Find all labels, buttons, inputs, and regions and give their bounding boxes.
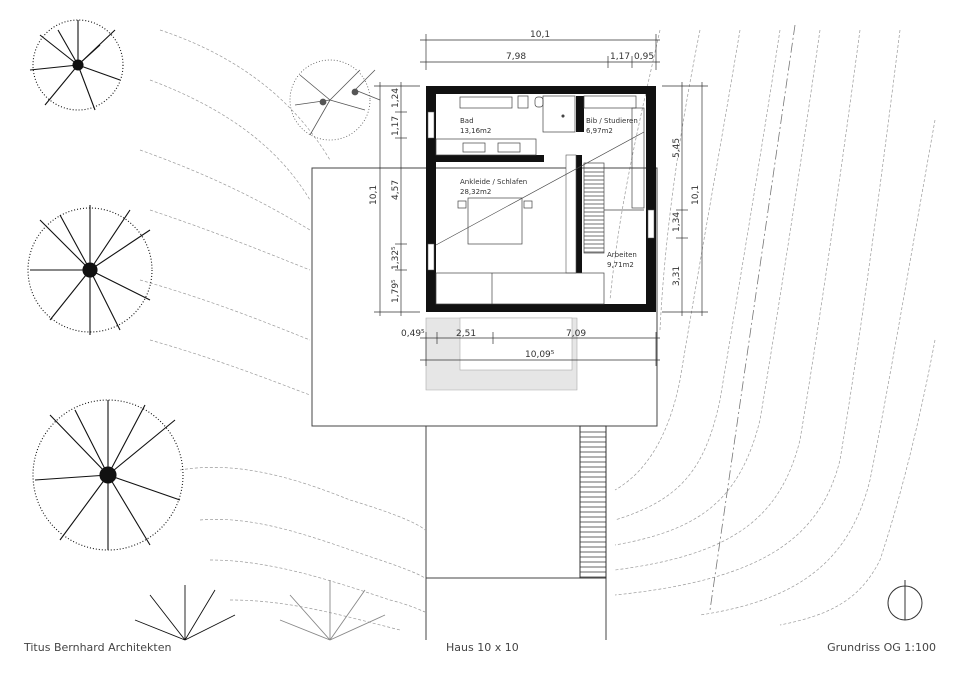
dim-left-2: 1,17 — [391, 116, 401, 136]
dim-top-total: 10,1 — [530, 30, 550, 40]
room-ankleide: Ankleide / Schlafen 28,32m2 — [460, 178, 527, 196]
exterior-stair — [579, 425, 607, 579]
dim-left-1: 1,24 — [391, 88, 401, 108]
tree-icon — [289, 59, 381, 141]
north-arrow-icon — [887, 580, 923, 621]
room-area: 6,97m2 — [586, 127, 613, 135]
project-title: Haus 10 x 10 — [446, 641, 519, 654]
room-name: Ankleide / Schlafen — [460, 178, 527, 186]
dim-left-total: 10,1 — [369, 185, 379, 205]
interior-fixtures — [435, 95, 645, 305]
room-area: 9,71m2 — [607, 261, 634, 269]
tree-icon — [134, 585, 236, 641]
dim-top-c: 0,95 — [634, 52, 654, 62]
property-line — [709, 24, 796, 611]
dim-top-b: 1,17 — [610, 52, 630, 62]
room-bib: Bib / Studieren 6,97m2 — [586, 117, 638, 135]
room-area: 13,16m2 — [460, 127, 491, 135]
tree-icon — [29, 19, 124, 111]
dimension-lines — [374, 34, 708, 366]
room-name: Bib / Studieren — [586, 117, 638, 125]
house-walls — [426, 86, 656, 312]
dim-bottom-a: 0,49⁵ — [401, 329, 425, 339]
tree-icon — [279, 580, 386, 641]
dim-left-4: 1,32⁵ — [391, 246, 401, 270]
drawing-title: Grundriss OG 1:100 — [827, 641, 936, 654]
dim-bottom-c: 7,09 — [566, 329, 586, 339]
room-arbeiten: Arbeiten 9,71m2 — [607, 251, 637, 269]
dim-right-total: 10,1 — [691, 185, 701, 205]
tree-icon — [27, 205, 153, 335]
tree-icon — [32, 399, 184, 551]
room-name: Arbeiten — [607, 251, 637, 259]
dim-left-3: 4,57 — [391, 180, 401, 200]
dim-top-a: 7,98 — [506, 52, 526, 62]
dim-right-2: 1,34 — [672, 212, 682, 232]
room-area: 28,32m2 — [460, 188, 491, 196]
patio-inner — [459, 317, 573, 371]
firm-name: Titus Bernhard Architekten — [24, 641, 172, 654]
dim-left-5: 1,79⁵ — [391, 279, 401, 303]
terrain-contours — [139, 29, 936, 631]
room-name: Bad — [460, 117, 474, 125]
dim-right-1: 5,45 — [672, 138, 682, 158]
dim-bottom-total: 10,09⁵ — [525, 350, 555, 360]
dim-bottom-b: 2,51 — [456, 329, 476, 339]
lower-structure — [425, 425, 607, 579]
dim-right-3: 3,31 — [672, 266, 682, 286]
room-bad: Bad 13,16m2 — [460, 117, 491, 135]
